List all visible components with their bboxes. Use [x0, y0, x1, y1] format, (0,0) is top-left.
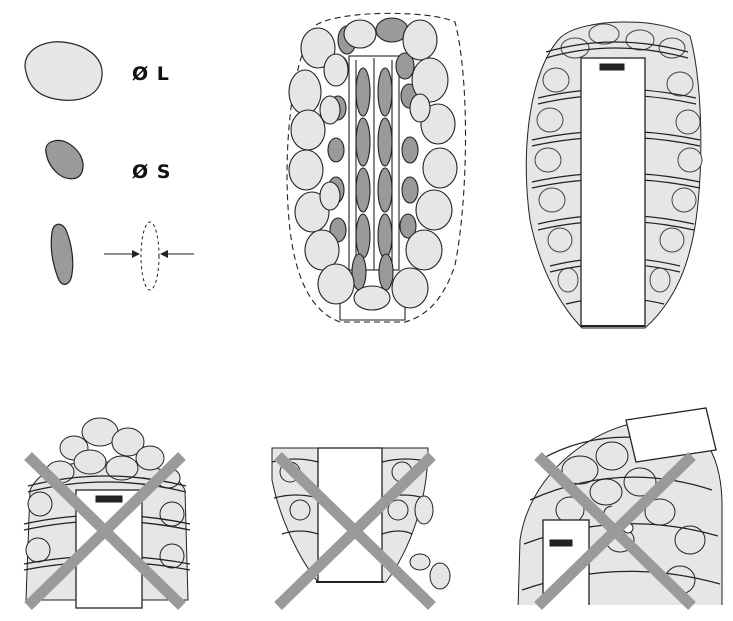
small-stone-label: Ø S: [132, 161, 172, 183]
heater-cross-section: [286, 12, 467, 323]
large-stone-label: Ø L: [132, 63, 170, 85]
cross-mark-icon: [274, 452, 436, 610]
legend: [24, 41, 194, 291]
large-stone-icon: [24, 41, 103, 101]
thickness-measure-icon: [104, 221, 194, 291]
flat-stone-icon: [50, 223, 74, 285]
incorrect-example-tilted: [517, 407, 723, 605]
small-stone-icon: [45, 139, 84, 180]
cross-mark-icon: [24, 452, 186, 610]
cross-mark-icon: [534, 452, 696, 610]
heater-full-view: [525, 21, 703, 329]
